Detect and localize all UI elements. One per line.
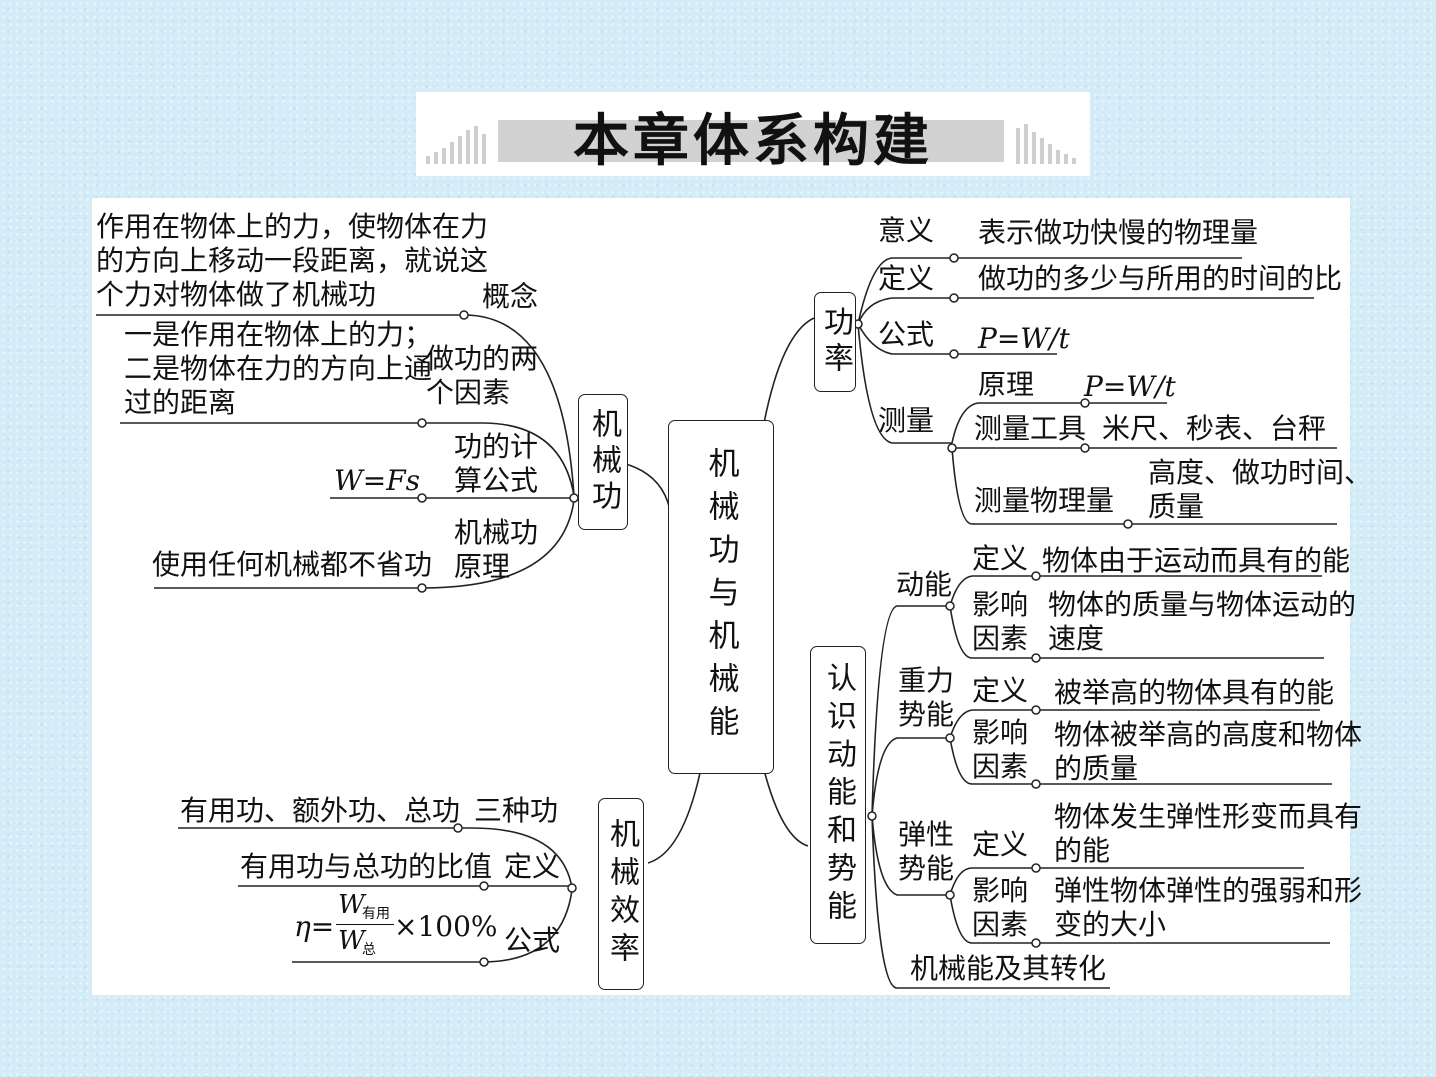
gravity-label-1: 重力 [898, 664, 955, 697]
eta-symbol: η= [294, 910, 335, 943]
efficiency-formula-label: 公式 [504, 924, 561, 957]
measure-tools-label: 测量工具 [974, 412, 1087, 445]
gravity-label-2: 势能 [898, 698, 955, 731]
power-formula-text: P=W/t [978, 322, 1070, 355]
efficiency-three-text: 有用功、额外功、总功 [180, 794, 461, 827]
gravity-factor-label-2: 因素 [972, 750, 1029, 783]
elastic-def-label: 定义 [972, 828, 1029, 861]
node-mechanical-work: 机械功 [578, 394, 628, 530]
elastic-factor-label-1: 影响 [972, 874, 1029, 907]
decor-bars-right [1014, 122, 1084, 164]
title-bar [498, 120, 1004, 162]
decor-bars-left [424, 122, 494, 164]
page-title: 本章体系构建 [573, 109, 933, 174]
work-principle-label-2: 原理 [454, 550, 511, 583]
work-factors-text-3: 过的距离 [124, 386, 237, 419]
kinetic-factor-label-2: 因素 [972, 622, 1029, 655]
work-factors-text-1: 一是作用在物体上的力； [124, 318, 433, 351]
gravity-factor-text-1: 物体被举高的高度和物体 [1054, 718, 1363, 751]
elastic-factor-label-2: 因素 [972, 908, 1029, 941]
measure-principle-text: P=W/t [1084, 370, 1176, 403]
title-banner: 本章体系构建 [416, 92, 1090, 176]
work-formula-label-1: 功的计 [454, 430, 539, 463]
work-factors-label-1: 做功的两 [426, 342, 539, 375]
work-concept-text-2: 的方向上移动一段距离，就说这 [96, 244, 489, 277]
formula-tail: ×100% [394, 910, 498, 943]
fraction-bar [336, 924, 394, 925]
work-factors-label-2: 个因素 [426, 376, 511, 409]
kinetic-factor-text-2: 速度 [1048, 622, 1105, 655]
elastic-def-text-2: 的能 [1054, 834, 1111, 867]
power-formula-label: 公式 [878, 318, 935, 351]
mind-map-panel: 机械功与机械能 机械功 作用在物体上的力，使物体在力 的方向上移动一段距离，就说… [92, 198, 1372, 995]
power-measure-label: 测量 [878, 404, 935, 437]
node-power: 功率 [814, 292, 856, 392]
work-principle-label-1: 机械功 [454, 516, 539, 549]
work-principle-text: 使用任何机械都不省功 [152, 548, 433, 581]
work-formula-text: W=Fs [334, 464, 421, 497]
power-definition-text: 做功的多少与所用的时间的比 [978, 262, 1343, 295]
fraction-numerator: W [338, 890, 365, 920]
efficiency-definition-label: 定义 [504, 850, 561, 883]
elastic-factor-text-2: 变的大小 [1054, 908, 1167, 941]
efficiency-three-label: 三种功 [474, 794, 559, 827]
gravity-factor-text-2: 的质量 [1054, 752, 1139, 785]
measure-quantities-label: 测量物理量 [974, 484, 1115, 517]
gravity-def-text: 被举高的物体具有的能 [1054, 676, 1335, 709]
power-definition-label: 定义 [878, 262, 935, 295]
power-meaning-label: 意义 [878, 214, 935, 247]
efficiency-definition-text: 有用功与总功的比值 [240, 850, 493, 883]
fraction-denominator-sub: 总 [362, 942, 376, 958]
elastic-def-text-1: 物体发生弹性形变而具有 [1054, 800, 1363, 833]
gravity-factor-label-1: 影响 [972, 716, 1029, 749]
center-node: 机械功与机械能 [668, 420, 774, 774]
work-concept-label: 概念 [482, 280, 539, 313]
power-meaning-text: 表示做功快慢的物理量 [978, 216, 1259, 249]
kinetic-factor-label-1: 影响 [972, 588, 1029, 621]
gravity-def-label: 定义 [972, 674, 1029, 707]
work-concept-text-3: 个力对物体做了机械功 [96, 278, 377, 311]
elastic-factor-text-1: 弹性物体弹性的强弱和形 [1054, 874, 1363, 907]
fraction-denominator: W [338, 926, 365, 956]
work-formula-label-2: 算公式 [454, 464, 539, 497]
elastic-label-2: 势能 [898, 852, 955, 885]
node-efficiency: 机械效率 [598, 798, 644, 990]
measure-principle-label: 原理 [978, 368, 1035, 401]
fraction-numerator-sub: 有用 [362, 906, 390, 922]
measure-quantities-text-2: 质量 [1148, 490, 1205, 523]
measure-tools-text: 米尺、秒表、台秤 [1102, 412, 1327, 445]
energy-conversion-label: 机械能及其转化 [910, 952, 1107, 985]
kinetic-def-text: 物体由于运动而具有的能 [1042, 544, 1351, 577]
kinetic-def-label: 定义 [972, 542, 1029, 575]
node-energy: 认识动能和势能 [810, 646, 866, 944]
kinetic-label: 动能 [896, 568, 953, 601]
kinetic-factor-text-1: 物体的质量与物体运动的 [1048, 588, 1357, 621]
work-factors-text-2: 二是物体在力的方向上通 [124, 352, 433, 385]
measure-quantities-text-1: 高度、做功时间、 [1148, 456, 1373, 489]
work-concept-text-1: 作用在物体上的力，使物体在力 [96, 210, 489, 243]
elastic-label-1: 弹性 [898, 818, 955, 851]
connector-lines [96, 253, 1337, 989]
